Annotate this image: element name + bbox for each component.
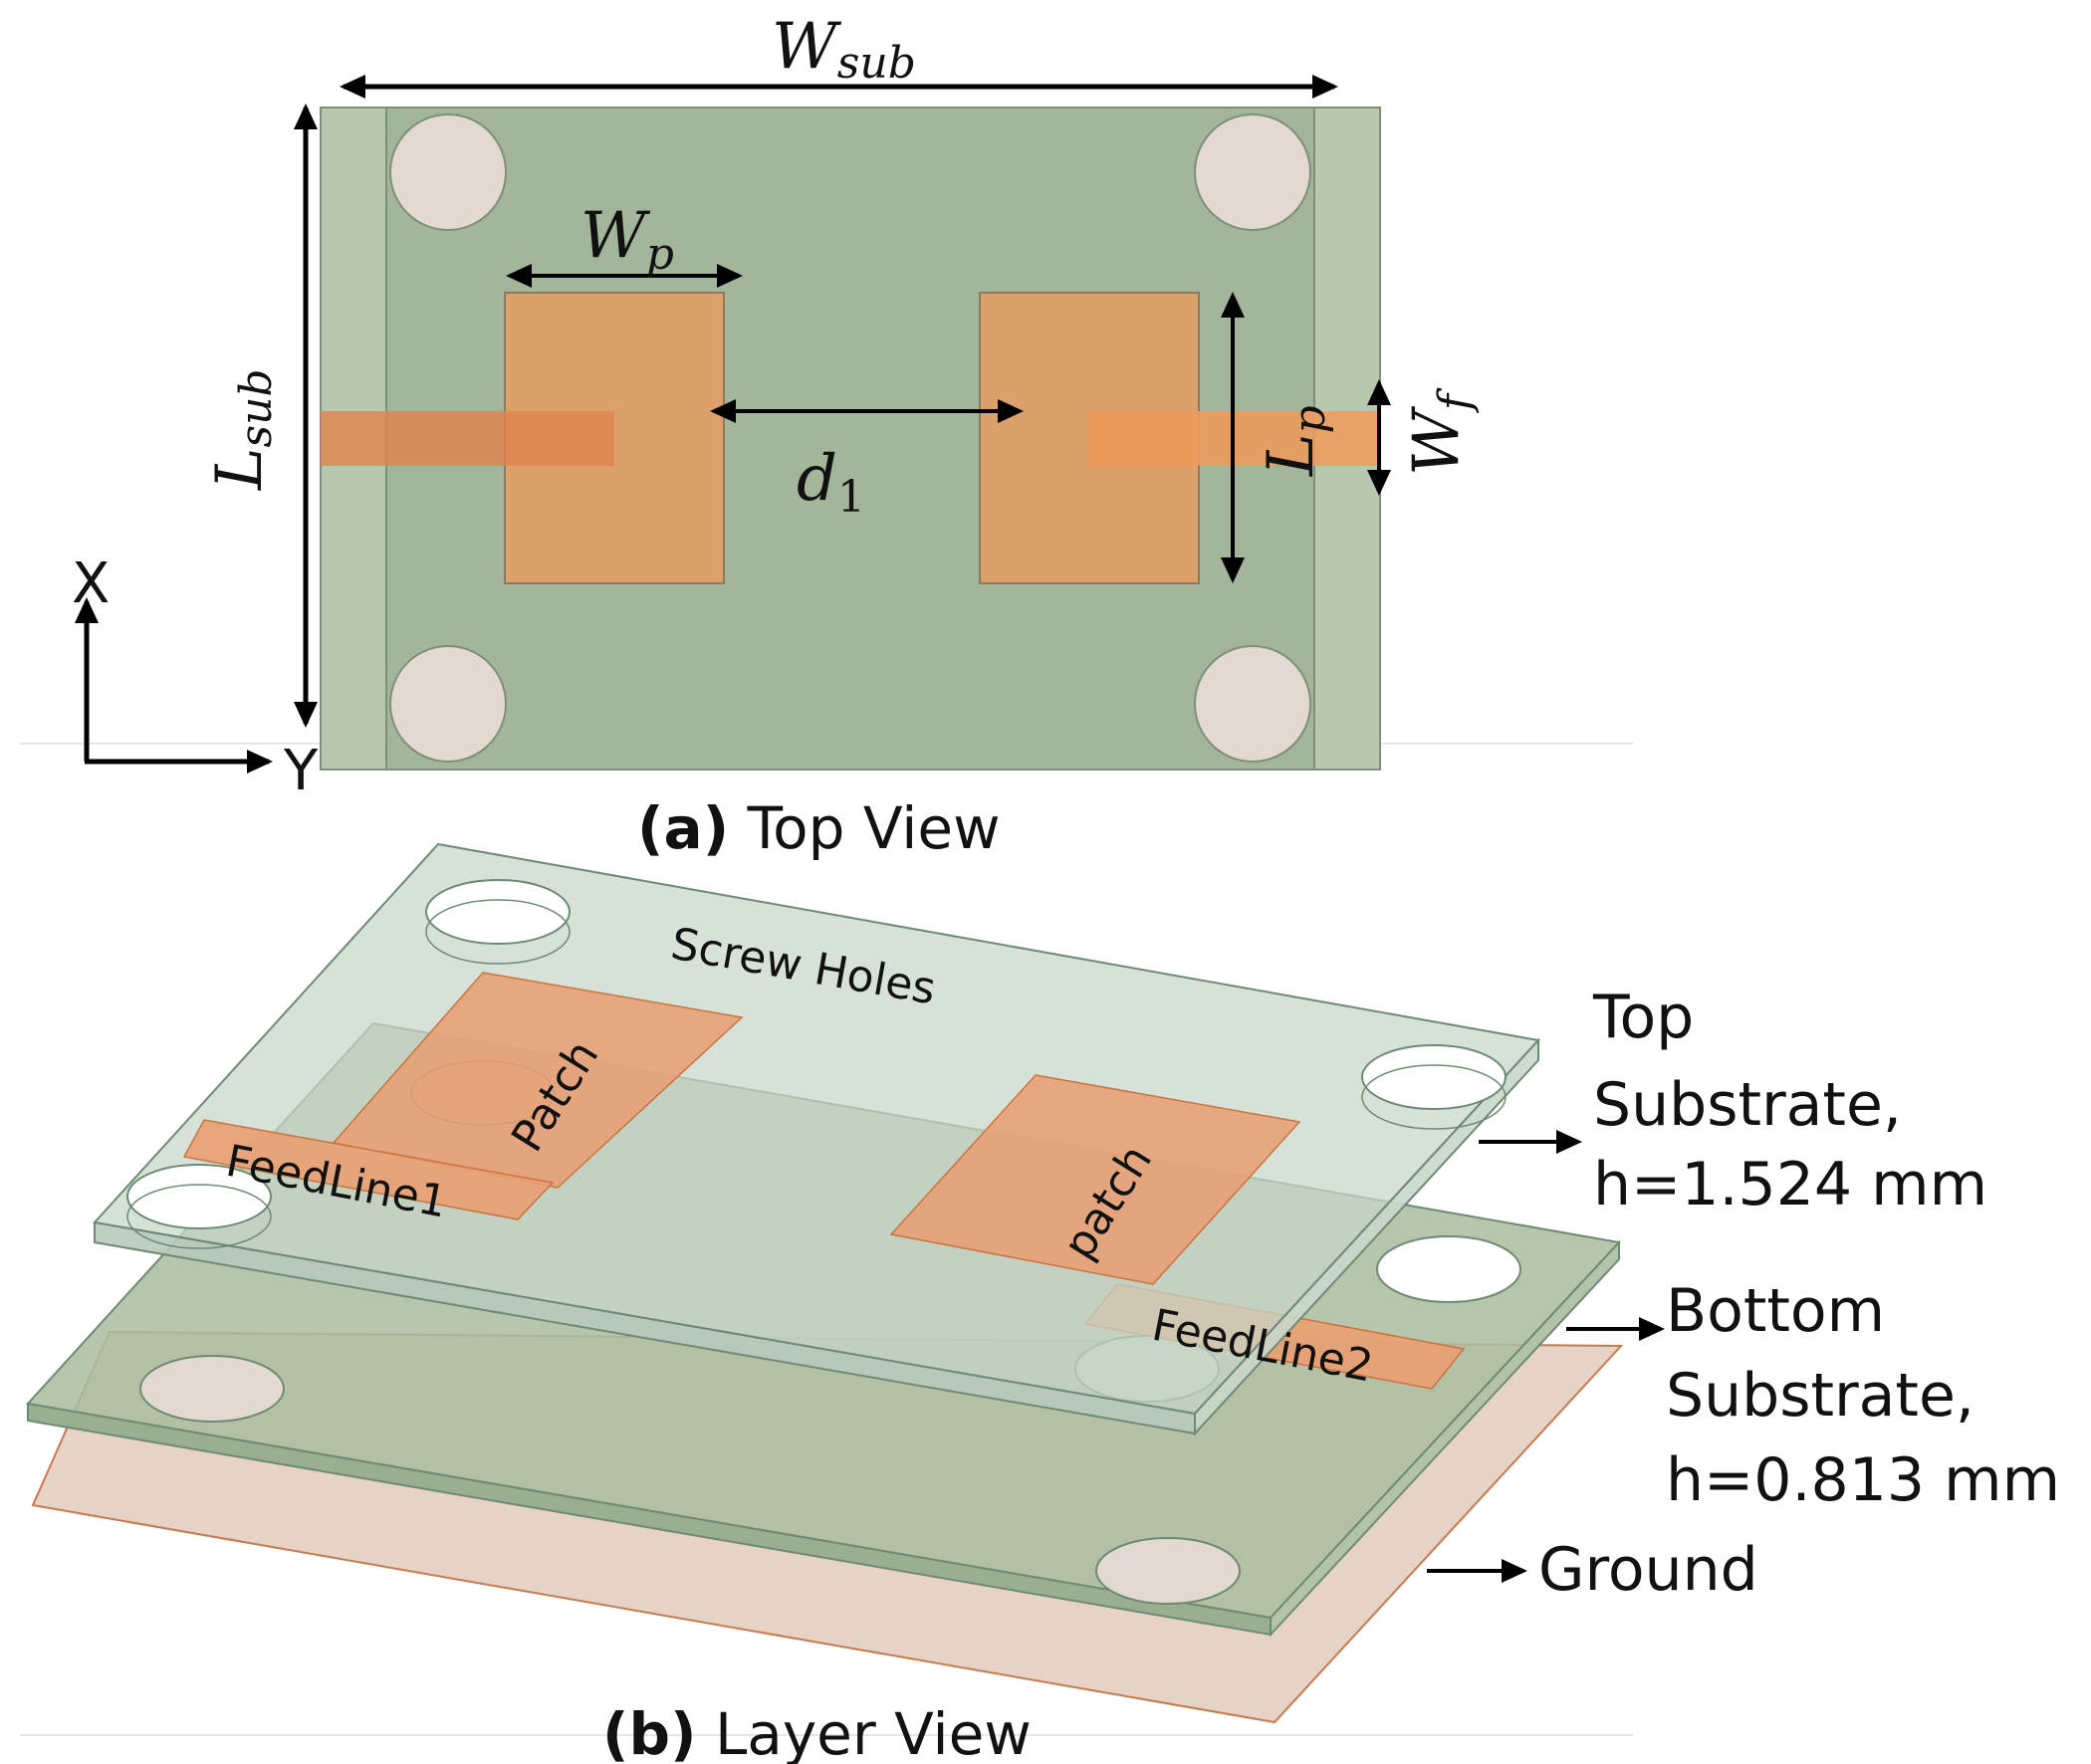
w-sub-label: Wsub <box>772 10 916 89</box>
w-p-label: Wp <box>581 199 674 280</box>
top-substrate-label-1: Top <box>1592 983 1694 1052</box>
bottom-substrate-label-1: Bottom <box>1666 1276 1885 1346</box>
screw-hole-tl <box>389 113 507 231</box>
y-axis-label: Y <box>283 739 319 803</box>
top-substrate-label-2: Substrate, <box>1593 1070 1902 1140</box>
feedline-1 <box>182 1119 555 1220</box>
w-f-label: Wf <box>1400 387 1481 476</box>
top-substrate-side <box>1194 1037 1539 1436</box>
top-view: Wsub Lsub Wp d1 Lp Wf X Y (a) Top View <box>20 10 1633 862</box>
bottom-hole-3 <box>1376 1235 1521 1303</box>
bottom-substrate-label-3: h=0.813 mm <box>1666 1445 2060 1515</box>
patch-2 <box>889 1074 1301 1285</box>
caption-a: (a) Top View <box>637 794 1001 862</box>
screw-hole-br <box>1194 645 1311 763</box>
d1-label: d1 <box>797 442 865 523</box>
top-substrate-label-3: h=1.524 mm <box>1593 1150 1987 1219</box>
bottom-substrate-side <box>1270 1239 1620 1638</box>
top-hole-2-rim <box>1361 1064 1507 1130</box>
patch-1 <box>332 972 744 1189</box>
layer-view: Screw Holes Patch patch FeedLine1 FeedLi… <box>20 842 2060 1764</box>
bottom-hole-1 <box>139 1355 285 1423</box>
bottom-substrate-label-2: Substrate, <box>1666 1361 1975 1431</box>
feedline-left <box>321 411 614 466</box>
top-hole-2 <box>1361 1044 1507 1110</box>
top-hole-3-rim <box>126 1184 272 1249</box>
l-sub-label: Lsub <box>203 368 282 491</box>
l-p-label: Lp <box>1255 405 1335 477</box>
bottom-hole-2 <box>1095 1537 1241 1605</box>
x-axis-label: X <box>72 551 110 616</box>
top-hole-1-rim <box>425 899 571 965</box>
screw-hole-tr <box>1194 113 1311 231</box>
ground-label: Ground <box>1538 1535 1758 1605</box>
top-hole-1 <box>425 879 571 945</box>
screw-hole-bl <box>389 645 507 763</box>
top-hole-3 <box>126 1164 272 1229</box>
caption-b: (b) Layer View <box>602 1700 1032 1764</box>
